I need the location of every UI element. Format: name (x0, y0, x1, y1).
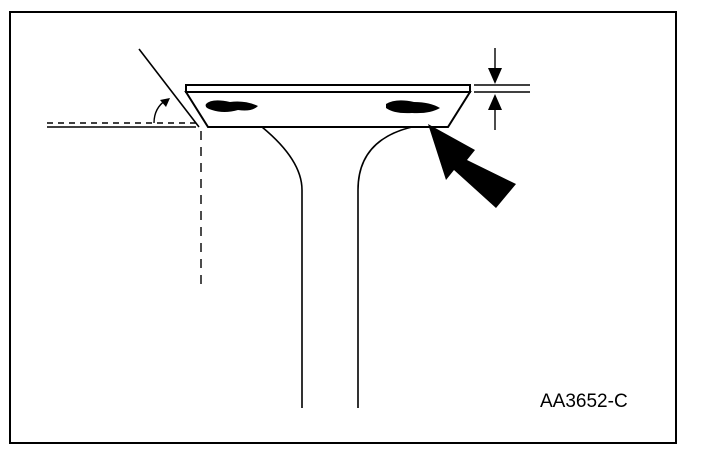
figure-id-label: AA3652-C (540, 391, 628, 412)
pointer-arrow (428, 124, 516, 208)
margin-thickness-dimension (474, 48, 530, 130)
valve-margin (185, 84, 471, 93)
valve-stem (261, 126, 413, 408)
deposit-left (205, 100, 258, 112)
deposit-right (386, 100, 440, 114)
dim-arrow-top-head (488, 68, 502, 84)
angle-line (138, 48, 200, 128)
angle-arrowhead (160, 98, 170, 107)
carbon-deposits (205, 100, 440, 114)
figure-frame (9, 11, 677, 444)
stem-left-edge (261, 126, 303, 408)
dim-arrow-bottom-head (488, 94, 502, 110)
seat-angle-indicator (47, 48, 202, 288)
stem-right-edge (357, 126, 413, 408)
